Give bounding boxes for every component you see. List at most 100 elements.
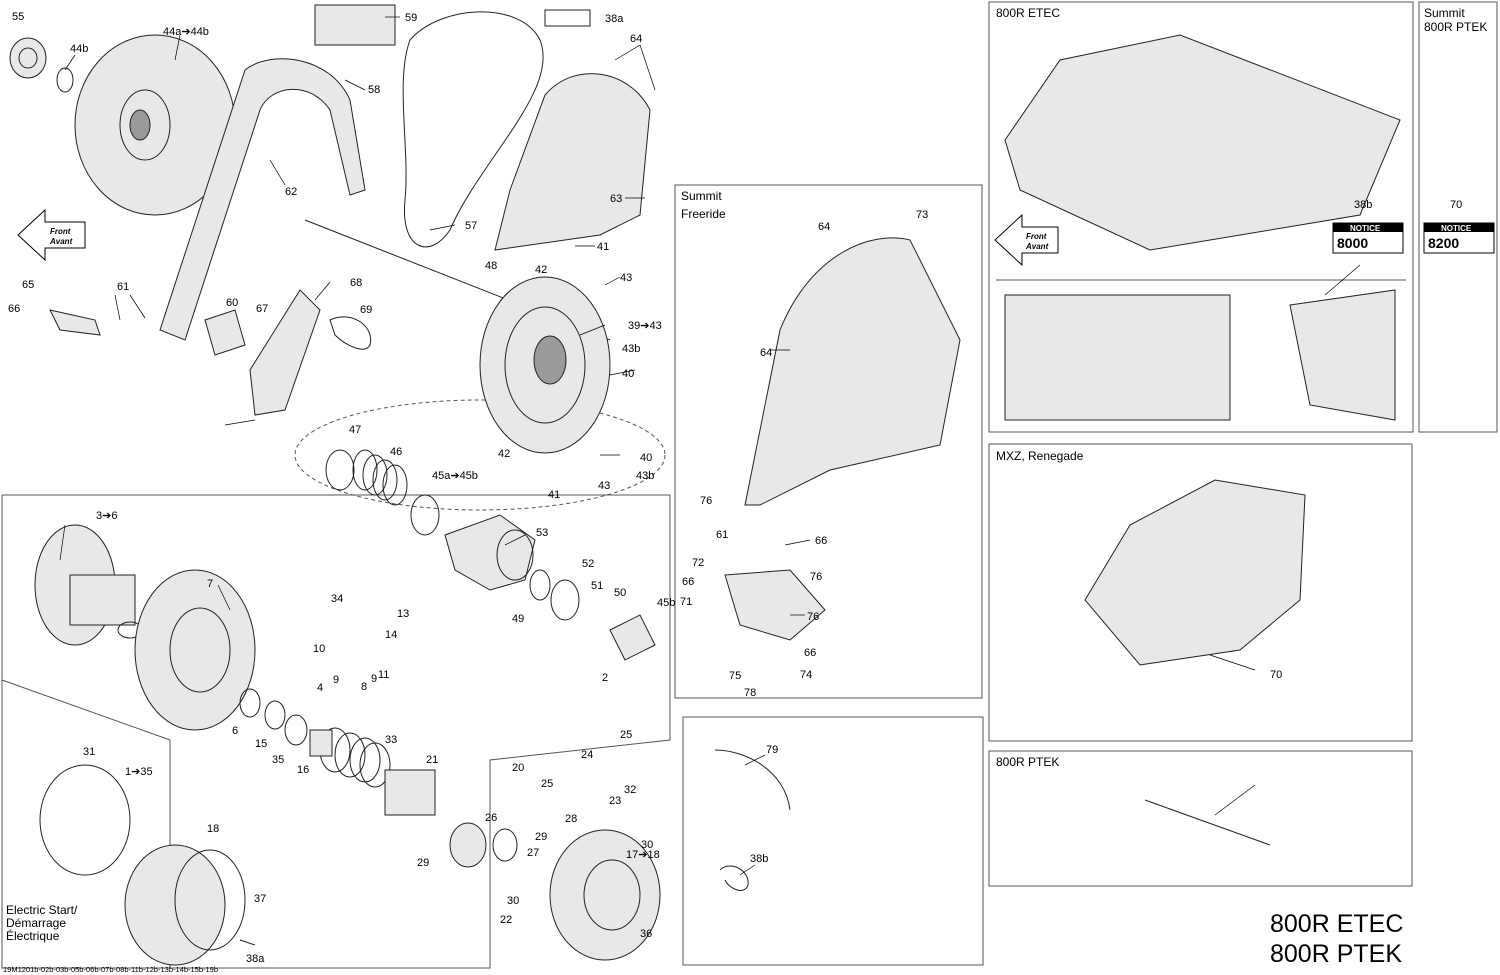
spring-46 <box>352 449 408 506</box>
callout: 41 <box>548 489 560 501</box>
electric-start-line2: Démarrage <box>6 916 66 930</box>
electric-start-label: Electric Start/ Démarrage Électrique <box>6 903 78 943</box>
callout: 59 <box>405 12 417 24</box>
engine-etec <box>1004 294 1231 421</box>
notice-8000-rpm: 8000 <box>1337 235 1368 251</box>
callout: 57 <box>465 220 477 232</box>
notice-8200: NOTICE 8200 <box>1423 222 1495 254</box>
front-arrow-main-line1: Front <box>50 227 71 236</box>
ring-47a <box>325 449 355 491</box>
callout: 43b <box>636 470 654 482</box>
callout: 50 <box>614 587 626 599</box>
electric-start-pulley <box>124 844 246 966</box>
callout: 43 <box>598 480 610 492</box>
bolt-37 <box>239 939 256 946</box>
strap-70 <box>1144 799 1271 846</box>
cylinder-33 <box>384 769 436 816</box>
model-title-line2: 800R PTEK <box>1270 940 1402 968</box>
front-arrow-etec-line2: Avant <box>1025 242 1049 251</box>
callout: 65 <box>22 279 34 291</box>
leader-lines <box>59 16 1361 876</box>
callout: 26 <box>485 812 497 824</box>
plate-67 <box>249 289 321 416</box>
callout: 63 <box>610 193 622 205</box>
callout: 76 <box>810 571 822 583</box>
callout: 40 <box>640 452 652 464</box>
callout: 75 <box>729 670 741 682</box>
panel-title-summit-2: Freeride <box>681 207 726 221</box>
callout: 72 <box>692 557 704 569</box>
callout: 76 <box>807 611 819 623</box>
callout: 61 <box>716 529 728 541</box>
notice-8000-head: NOTICE <box>1350 224 1381 233</box>
frame-mxz-renegade <box>988 443 1413 742</box>
front-arrow-main: Front Avant <box>17 208 86 262</box>
cover-63 <box>494 73 651 251</box>
frame-800r-ptek <box>988 750 1413 887</box>
callout: 28 <box>565 813 577 825</box>
callout: 4 <box>317 682 323 694</box>
callout: 64 <box>760 347 772 359</box>
callout: 49 <box>512 613 524 625</box>
callout: 27 <box>527 847 539 859</box>
callout: 64 <box>818 221 830 233</box>
electric-start-line3: Électrique <box>6 928 60 943</box>
callout: 40 <box>622 368 634 380</box>
callout: 1➔35 <box>125 766 153 778</box>
electric-start-line1: Electric Start/ <box>6 903 78 917</box>
fixed-sheave-2 <box>34 524 143 646</box>
callout: 74 <box>800 669 812 681</box>
callout: 43b <box>622 343 640 355</box>
callout: 32 <box>624 784 636 796</box>
callout: 42 <box>535 264 547 276</box>
bracket-60 <box>204 309 246 356</box>
bearing-55 <box>9 37 47 79</box>
callout: 48 <box>485 260 497 272</box>
callout: 38b <box>1354 199 1372 211</box>
callout: 16 <box>297 764 309 776</box>
bracket-65 <box>49 309 101 336</box>
callout: 6 <box>232 725 238 737</box>
callout: 33 <box>385 734 397 746</box>
callout: 11 <box>378 669 389 681</box>
callout: 66 <box>682 576 694 588</box>
callout: 55 <box>12 11 24 23</box>
frame-summit-freeride <box>674 184 983 699</box>
chassis-etec <box>1004 34 1401 251</box>
sliding-sheave-3 <box>134 569 256 731</box>
guard-70 <box>1084 479 1306 666</box>
callout: 70 <box>1450 199 1462 211</box>
notice-8200-rpm: 8200 <box>1428 235 1459 251</box>
drive-belt-57 <box>402 11 544 248</box>
frame-clutch-section <box>1 494 671 969</box>
callout: 46 <box>390 446 402 458</box>
panel-title-mxz-renegade: MXZ, Renegade <box>996 449 1084 463</box>
front-arrow-main-line2: Avant <box>49 237 73 246</box>
belt-guard-58 <box>159 58 366 341</box>
callout: 13 <box>397 608 409 620</box>
frame-detail-etec <box>1289 289 1396 421</box>
strap-78 <box>714 749 791 811</box>
callout: 69 <box>360 304 372 316</box>
callout: 9 <box>333 674 339 686</box>
callout: 20 <box>512 762 524 774</box>
panel-title-800r-etec: 800R ETEC <box>996 6 1060 20</box>
ring-45b <box>529 569 551 601</box>
governor-cup <box>449 822 518 868</box>
bearing-holder-49 <box>609 614 656 661</box>
ring-44b <box>56 67 74 93</box>
callout: 44b <box>70 43 88 55</box>
callout: 36 <box>640 928 652 940</box>
clip-69 <box>329 316 372 350</box>
callout: 68 <box>350 277 362 289</box>
callout: 62 <box>285 186 297 198</box>
panel-titles: Summit Freeride 800R ETEC Summit 800R PT… <box>681 6 1487 769</box>
callout: 42 <box>498 448 510 460</box>
callout: 24 <box>581 749 593 761</box>
callout: 25 <box>541 778 553 790</box>
drive-pulley-22 <box>549 829 661 961</box>
callout: 78 <box>744 687 756 699</box>
callout: 3➔6 <box>96 510 117 522</box>
notice-8200-head: NOTICE <box>1441 224 1472 233</box>
